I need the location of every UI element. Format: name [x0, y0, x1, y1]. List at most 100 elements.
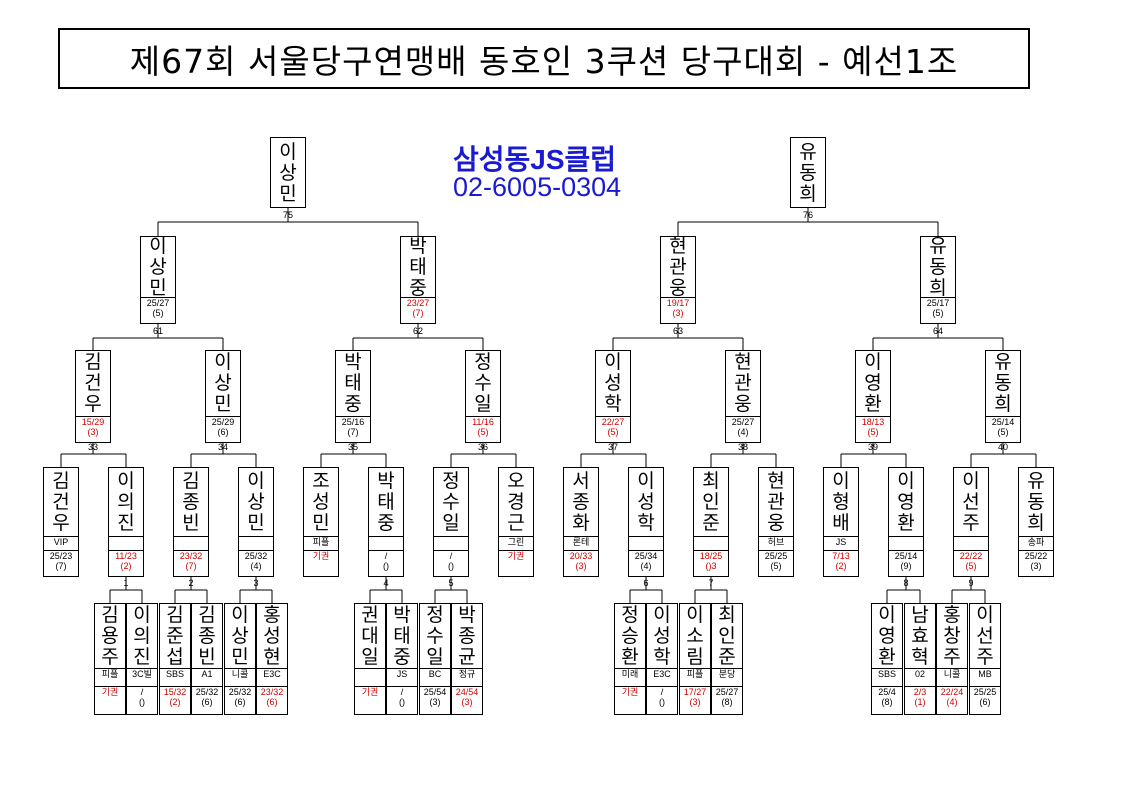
- score-line: 기권: [95, 686, 125, 717]
- score-line: /(): [127, 686, 157, 717]
- score-line: 기권: [615, 686, 645, 717]
- match-number: 39: [867, 442, 879, 452]
- score-line: 25/25(5): [759, 550, 793, 578]
- match-number: 37: [607, 442, 619, 452]
- club-phone: 02-6005-0304: [453, 172, 622, 202]
- score-line: 22/24(4): [937, 686, 967, 717]
- match-number: 61: [152, 326, 164, 336]
- match-number: 35: [347, 442, 359, 452]
- club-line: 론테: [564, 536, 598, 551]
- score-line: 23/27(7): [401, 297, 435, 325]
- club-line: JS: [824, 536, 858, 551]
- club-line: 피플: [95, 668, 125, 687]
- club-line: [889, 536, 923, 551]
- score-line: 15/32(2): [160, 686, 190, 717]
- score-line: 17/27(3): [680, 686, 710, 717]
- score-line: 22/27(5): [596, 416, 630, 444]
- match-number: 62: [412, 326, 424, 336]
- score-line: 25/27(5): [141, 297, 175, 325]
- score-line: 2/3(1): [905, 686, 935, 717]
- score-line: 25/32(4): [239, 550, 273, 578]
- score-line: 25/34(4): [629, 550, 663, 578]
- club-line: 송파: [1019, 536, 1053, 551]
- club-line: MB: [970, 668, 1000, 687]
- club-line: 3C빌: [127, 668, 157, 687]
- score-line: 22/22(5): [954, 550, 988, 578]
- score-line: /(): [647, 686, 677, 717]
- match-number: 6: [643, 578, 649, 588]
- match-number: 38: [737, 442, 749, 452]
- club-line: SBS: [160, 668, 190, 687]
- club-line: 분당: [712, 668, 742, 687]
- club-line: 허브: [759, 536, 793, 551]
- match-number: 63: [672, 326, 684, 336]
- score-line: 기권: [355, 686, 385, 717]
- score-line: 25/14(5): [986, 416, 1020, 444]
- club-line: 그린: [499, 536, 533, 551]
- score-line: /(): [369, 550, 403, 578]
- score-line: 23/32(6): [257, 686, 287, 717]
- club-line: [954, 536, 988, 551]
- score-line: 기권: [304, 550, 338, 578]
- score-line: 25/25(6): [970, 686, 1000, 717]
- score-line: 25/14(9): [889, 550, 923, 578]
- score-line: 20/33(3): [564, 550, 598, 578]
- club-line: A1: [192, 668, 222, 687]
- score-line: 25/23(7): [44, 550, 78, 578]
- match-number: 2: [188, 578, 194, 588]
- match-number: 40: [997, 442, 1009, 452]
- score-line: 기권: [499, 550, 533, 578]
- match-number: 76: [802, 210, 814, 220]
- score-line: 18/25()3: [694, 550, 728, 578]
- score-line: 19/17(3): [661, 297, 695, 325]
